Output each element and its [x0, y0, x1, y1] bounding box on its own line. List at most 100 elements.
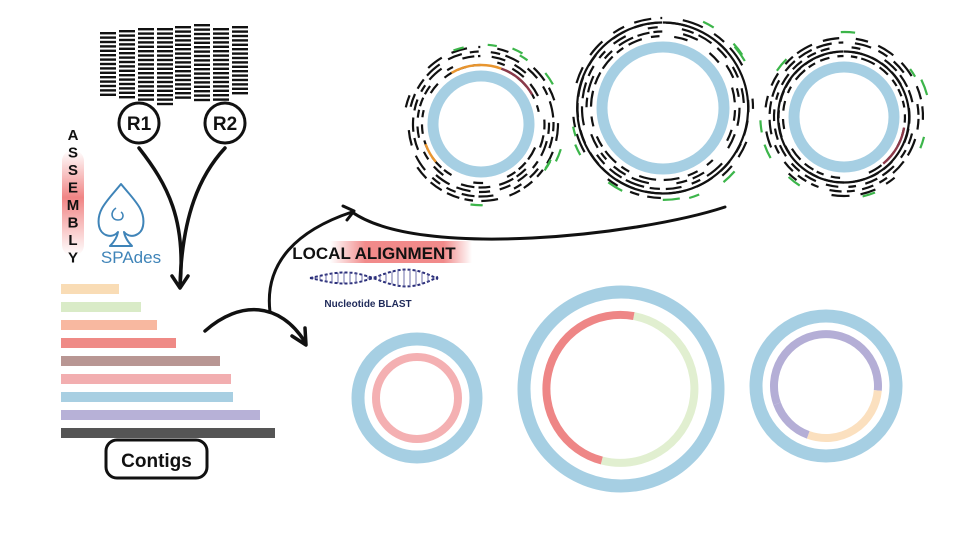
read-mapped-plasmid-2 [572, 16, 755, 202]
read-segment [119, 30, 135, 33]
read-segment [138, 67, 154, 70]
read-segment [157, 89, 173, 92]
read-segment [175, 26, 191, 29]
read-segment [194, 37, 210, 40]
read-segment [194, 24, 210, 27]
local-alignment-highlight [330, 241, 472, 263]
read-segment [138, 45, 154, 48]
read-segment [232, 43, 248, 46]
contig-bar [61, 392, 233, 402]
contigs-label-box: Contigs [104, 438, 209, 480]
read-segment [100, 54, 116, 57]
read-segment [119, 34, 135, 37]
read-segment [232, 34, 248, 38]
read-segment [157, 41, 173, 44]
read-segment [157, 32, 173, 35]
read-segment [194, 32, 210, 36]
read-segment [157, 76, 173, 79]
read-segment [213, 41, 229, 44]
read-segment [213, 94, 229, 97]
local-alignment-title: LOCAL ALIGNMENT [292, 244, 456, 263]
read-segment [213, 28, 229, 31]
assembly-letter: Y [68, 250, 78, 267]
contigs-to-alignment-arrow [203, 308, 308, 347]
read-segment [194, 50, 210, 53]
read-segment [119, 82, 135, 86]
read-segment [175, 43, 191, 46]
read-segment [157, 80, 173, 84]
read-segment [157, 50, 173, 53]
contig-mapped-plasmid-1 [351, 332, 483, 464]
read-segment [100, 40, 116, 44]
read-segment [194, 81, 210, 84]
read-segment [213, 98, 229, 101]
blast-label: Nucleotide BLAST [324, 299, 411, 310]
contig-bar [61, 356, 220, 366]
read-segment [194, 76, 210, 80]
read-segment [213, 85, 229, 88]
spades-logo: SPAdes [97, 183, 161, 267]
read-segment [138, 50, 154, 53]
read-segment [213, 45, 229, 48]
r2-label: R2 [213, 114, 237, 135]
read-segment [175, 65, 191, 68]
read-segment [175, 39, 191, 42]
read-segment [175, 78, 191, 82]
read-segment [194, 98, 210, 102]
read-segment [100, 36, 116, 39]
read-segment [138, 72, 154, 75]
read-segment [119, 69, 135, 72]
read-segment [213, 72, 229, 75]
read-segment [138, 58, 154, 62]
assembly-letter: A [68, 127, 79, 144]
read-segment [119, 96, 135, 99]
dna-helix-icon [309, 268, 439, 288]
read-segment [194, 90, 210, 93]
read-segment [213, 63, 229, 66]
assembly-highlight [62, 150, 84, 256]
read-segment [119, 38, 135, 42]
read-segment [157, 45, 173, 48]
read-segment [194, 68, 210, 71]
read-segment [175, 96, 191, 99]
assembly-letter: B [68, 215, 79, 232]
read-segment [232, 92, 248, 95]
read-segment [232, 61, 248, 64]
read-segment [138, 32, 154, 35]
read-segment [157, 58, 173, 62]
read-segment [213, 58, 229, 62]
contig-bar [61, 374, 231, 384]
read-segment [100, 49, 116, 52]
read-segment [194, 46, 210, 49]
read-segment [175, 74, 191, 77]
read-segment [119, 60, 135, 64]
read-segment [213, 76, 229, 79]
contig-bar [61, 302, 141, 312]
read-segment [138, 54, 154, 57]
read-segment [175, 70, 191, 73]
read-segment [175, 83, 191, 86]
read-segment [138, 85, 154, 88]
read-segment [232, 30, 248, 33]
read-segment [157, 94, 173, 97]
read-segment [157, 67, 173, 70]
read-segment [232, 74, 248, 77]
read-segment [100, 71, 116, 74]
read-segment [213, 50, 229, 53]
read-r1-node: R1 [117, 101, 161, 145]
contig-bar [61, 320, 157, 330]
read-segment [138, 98, 154, 101]
read-segment [138, 28, 154, 31]
read-segment [232, 87, 248, 90]
read-segment [213, 54, 229, 57]
read-segment [232, 26, 248, 29]
contig-bar [61, 338, 176, 348]
read-segment [175, 48, 191, 51]
assembly-letter: S [68, 162, 78, 179]
read-segment [119, 91, 135, 94]
read-segment [232, 83, 248, 86]
read-segment [194, 63, 210, 66]
read-segment [119, 56, 135, 59]
